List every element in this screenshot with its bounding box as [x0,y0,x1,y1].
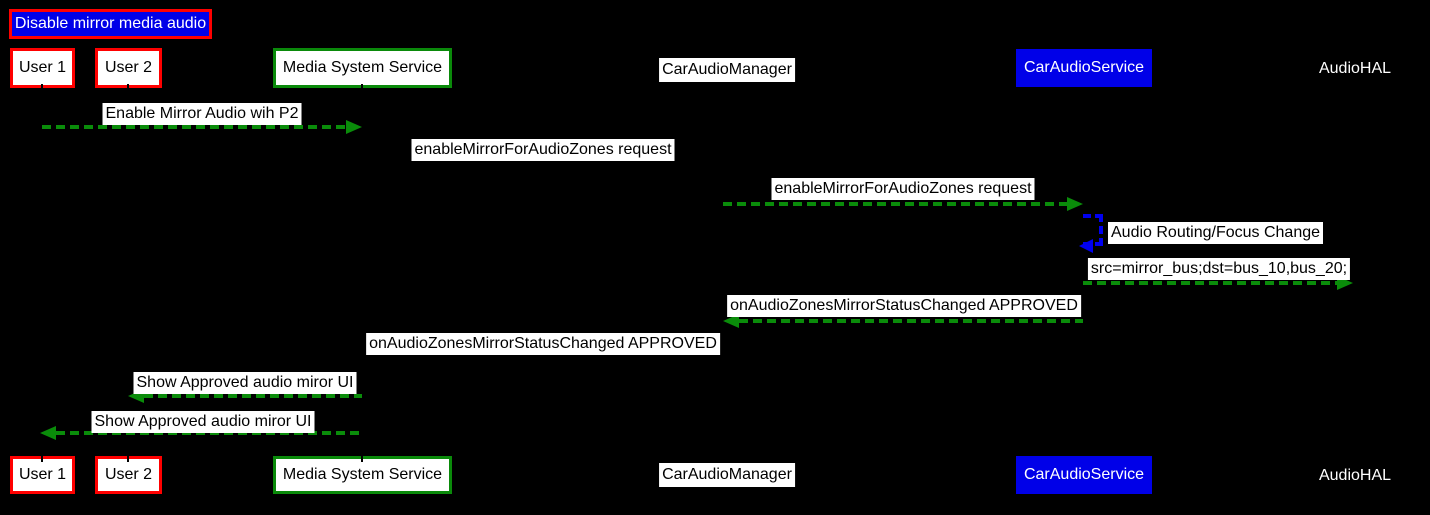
self-loop-audio-routing [1083,214,1103,246]
participant-bottom-car-audio-manager: CarAudioManager [659,463,795,487]
participant-top-car-audio-manager: CarAudioManager [659,58,795,82]
lifeline-audio-hal [1354,84,1356,462]
message-label-audio-routing: Audio Routing/Focus Change [1108,222,1324,244]
message-label-show-approved-1: Show Approved audio miror UI [133,372,357,394]
message-arrow-hidden-2 [378,355,723,359]
message-label-status-changed-2: onAudioZonesMirrorStatusChanged APPROVED [366,333,720,355]
message-label-show-approved-2: Show Approved audio miror UI [91,411,315,433]
participant-label: CarAudioService [1023,466,1145,483]
message-arrow-show-approved-2 [56,431,362,435]
participant-label: User 2 [104,466,153,483]
message-arrow-enable-mirror-audio [42,125,346,129]
arrowhead-right-icon [1067,197,1083,211]
lifeline-car-audio-service [1083,84,1085,462]
lifeline-user1 [41,84,43,462]
diagram-title: Disable mirror media audio [9,9,212,39]
arrowhead-left-icon [723,314,739,328]
arrowhead-right-icon [707,156,723,170]
message-arrow-hidden-1 [362,161,707,165]
arrowhead-left-icon [40,426,56,440]
participant-bottom-user2: User 2 [95,456,162,494]
message-arrow-enable-mirror-zones [723,202,1067,206]
participant-top-user2: User 2 [95,48,162,88]
arrowhead-left-icon [1079,239,1093,253]
lifeline-car-audio-manager [722,84,724,462]
participant-label: User 1 [18,466,67,483]
participant-label: User 1 [18,59,67,76]
message-arrow-status-changed-1 [739,319,1083,323]
message-label-enable-mirror-zones-2: enableMirrorForAudioZones request [771,178,1035,200]
message-arrow-src-mirror-bus [1083,281,1337,285]
participant-label: User 2 [104,59,153,76]
lifeline-user2 [127,84,129,462]
message-label-status-changed-1: onAudioZonesMirrorStatusChanged APPROVED [727,295,1081,317]
participant-bottom-car-audio-service: CarAudioService [1016,456,1152,494]
message-label-enable-mirror-zones-1: enableMirrorForAudioZones request [411,139,675,161]
message-arrow-show-approved-1 [144,394,362,398]
participant-top-audio-hal: AudioHAL [1318,60,1392,77]
diagram-title-text: Disable mirror media audio [14,15,207,32]
participant-label: Media System Service [282,466,443,483]
participant-bottom-audio-hal: AudioHAL [1318,467,1392,484]
arrowhead-right-icon [346,120,362,134]
participant-top-user1: User 1 [10,48,75,88]
lifeline-media-system-service [361,84,363,462]
message-label-enable-mirror-audio: Enable Mirror Audio wih P2 [102,103,302,125]
participant-label: CarAudioService [1023,59,1145,76]
participant-label: Media System Service [282,59,443,76]
participant-top-car-audio-service: CarAudioService [1016,49,1152,87]
message-label-src-mirror-bus: src=mirror_bus;dst=bus_10,bus_20; [1087,258,1351,280]
participant-top-media-system-service: Media System Service [273,48,452,88]
